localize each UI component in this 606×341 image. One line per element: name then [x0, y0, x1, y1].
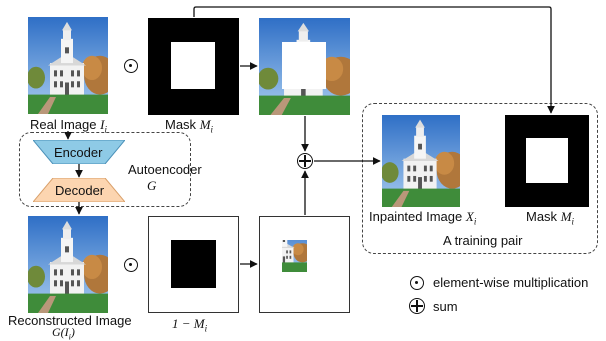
reconstructed-image	[28, 216, 108, 313]
real-image-label: Real Image Ii	[30, 117, 107, 135]
inpainted-image	[382, 115, 460, 207]
arrow-mask-to-pair	[193, 6, 555, 114]
multiply-op-top	[124, 59, 138, 73]
mask-image-pair	[505, 115, 589, 207]
legend-multiply-text: element-wise multiplication	[433, 275, 589, 290]
autoencoder-group	[19, 132, 191, 207]
decoder-block	[33, 178, 125, 202]
reconstructed-label: Reconstructed Image	[8, 313, 132, 328]
encoder-label: Encoder	[54, 145, 103, 160]
training-pair-label: A training pair	[443, 233, 523, 248]
masked-real-image	[259, 18, 350, 115]
masked-reconstructed-image	[259, 216, 350, 313]
decoder-label: Decoder	[55, 183, 105, 198]
mask-top-label: Mask Mi	[165, 117, 214, 135]
legend-sum-icon	[409, 298, 425, 314]
legend-sum-text: sum	[433, 299, 458, 314]
reconstructed-expr: G(Ii)	[52, 325, 75, 341]
inpainted-label: Inpainted Image Xi	[369, 209, 477, 227]
encoder-block	[33, 140, 125, 164]
mask-image-top	[148, 18, 239, 115]
inverse-mask-label: 1 − Mi	[172, 316, 208, 334]
legend-multiply-icon	[410, 276, 424, 290]
mask-pair-label: Mask Mi	[526, 209, 575, 227]
real-image	[28, 17, 108, 114]
inverse-mask-image	[148, 216, 239, 313]
autoencoder-var: G	[147, 178, 157, 193]
autoencoder-label: Autoencoder	[128, 162, 202, 177]
sum-op	[297, 153, 313, 169]
multiply-op-bottom	[124, 258, 138, 272]
